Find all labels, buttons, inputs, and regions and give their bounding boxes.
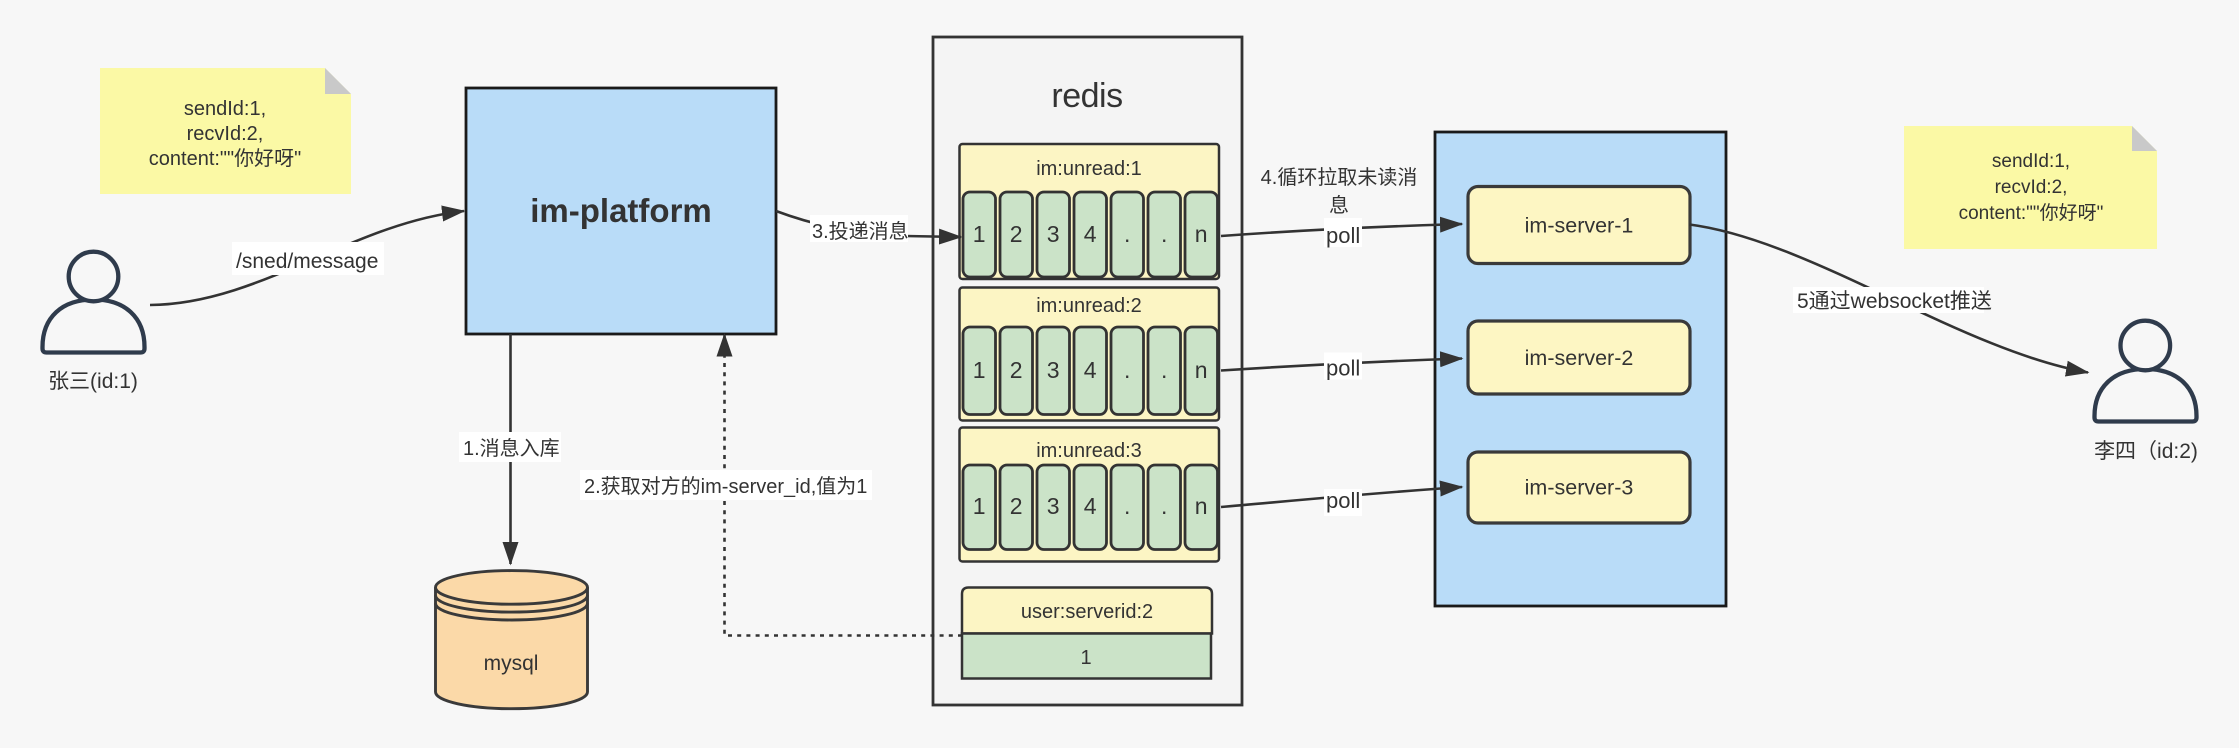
- svg-text:content:""你好呀": content:""你好呀": [149, 147, 301, 170]
- svg-text:5通过websocket推送: 5通过websocket推送: [1797, 290, 1992, 313]
- svg-text:n: n: [1195, 493, 1208, 519]
- svg-text:.: .: [1124, 493, 1130, 519]
- svg-text:im:unread:2: im:unread:2: [1036, 295, 1142, 317]
- svg-text:1: 1: [973, 493, 986, 519]
- svg-text:/sned/message: /sned/message: [236, 250, 378, 273]
- svg-text:recvId:2,: recvId:2,: [187, 123, 264, 145]
- svg-text:im-server-2: im-server-2: [1525, 346, 1634, 370]
- svg-text:1.消息入库: 1.消息入库: [463, 437, 560, 460]
- svg-text:n: n: [1195, 357, 1208, 383]
- svg-text:poll: poll: [1326, 488, 1360, 513]
- svg-text:2: 2: [1010, 357, 1023, 383]
- svg-text:.: .: [1124, 221, 1130, 247]
- svg-text:content:""你好呀": content:""你好呀": [1959, 202, 2104, 224]
- svg-text:息: 息: [1329, 194, 1349, 217]
- svg-text:3.投递消息: 3.投递消息: [812, 220, 909, 243]
- svg-text:4: 4: [1084, 221, 1097, 247]
- svg-text:poll: poll: [1326, 223, 1360, 248]
- svg-text:2: 2: [1010, 493, 1023, 519]
- svg-text:im-server-1: im-server-1: [1525, 214, 1634, 238]
- svg-text:4: 4: [1084, 357, 1097, 383]
- svg-text:im:unread:1: im:unread:1: [1036, 158, 1142, 180]
- svg-text:poll: poll: [1326, 356, 1360, 381]
- svg-text:.: .: [1161, 357, 1167, 383]
- svg-text:4.循环拉取未读消: 4.循环拉取未读消: [1261, 166, 1418, 189]
- svg-text:mysql: mysql: [484, 652, 539, 675]
- svg-text:sendId:1,: sendId:1,: [184, 98, 266, 120]
- svg-text:redis: redis: [1051, 77, 1122, 115]
- svg-text:3: 3: [1047, 493, 1060, 519]
- svg-text:4: 4: [1084, 493, 1097, 519]
- svg-text:.: .: [1161, 221, 1167, 247]
- svg-text:im-server-3: im-server-3: [1525, 476, 1634, 500]
- svg-text:im:unread:3: im:unread:3: [1036, 440, 1142, 462]
- svg-text:.: .: [1161, 493, 1167, 519]
- svg-text:2.获取对方的im-server_id,值为1: 2.获取对方的im-server_id,值为1: [584, 475, 867, 498]
- svg-text:sendId:1,: sendId:1,: [1992, 151, 2070, 172]
- svg-text:user:serverid:2: user:serverid:2: [1021, 601, 1153, 623]
- svg-text:3: 3: [1047, 221, 1060, 247]
- svg-text:1: 1: [1080, 647, 1091, 669]
- svg-text:im-platform: im-platform: [530, 192, 712, 229]
- svg-text:1: 1: [973, 357, 986, 383]
- svg-text:3: 3: [1047, 357, 1060, 383]
- svg-text:2: 2: [1010, 221, 1023, 247]
- svg-text:李四（id:2): 李四（id:2): [2094, 440, 2198, 463]
- svg-text:n: n: [1195, 221, 1208, 247]
- svg-text:1: 1: [973, 221, 986, 247]
- svg-text:recvId:2,: recvId:2,: [1995, 177, 2068, 198]
- svg-text:张三(id:1): 张三(id:1): [48, 370, 138, 393]
- svg-text:.: .: [1124, 357, 1130, 383]
